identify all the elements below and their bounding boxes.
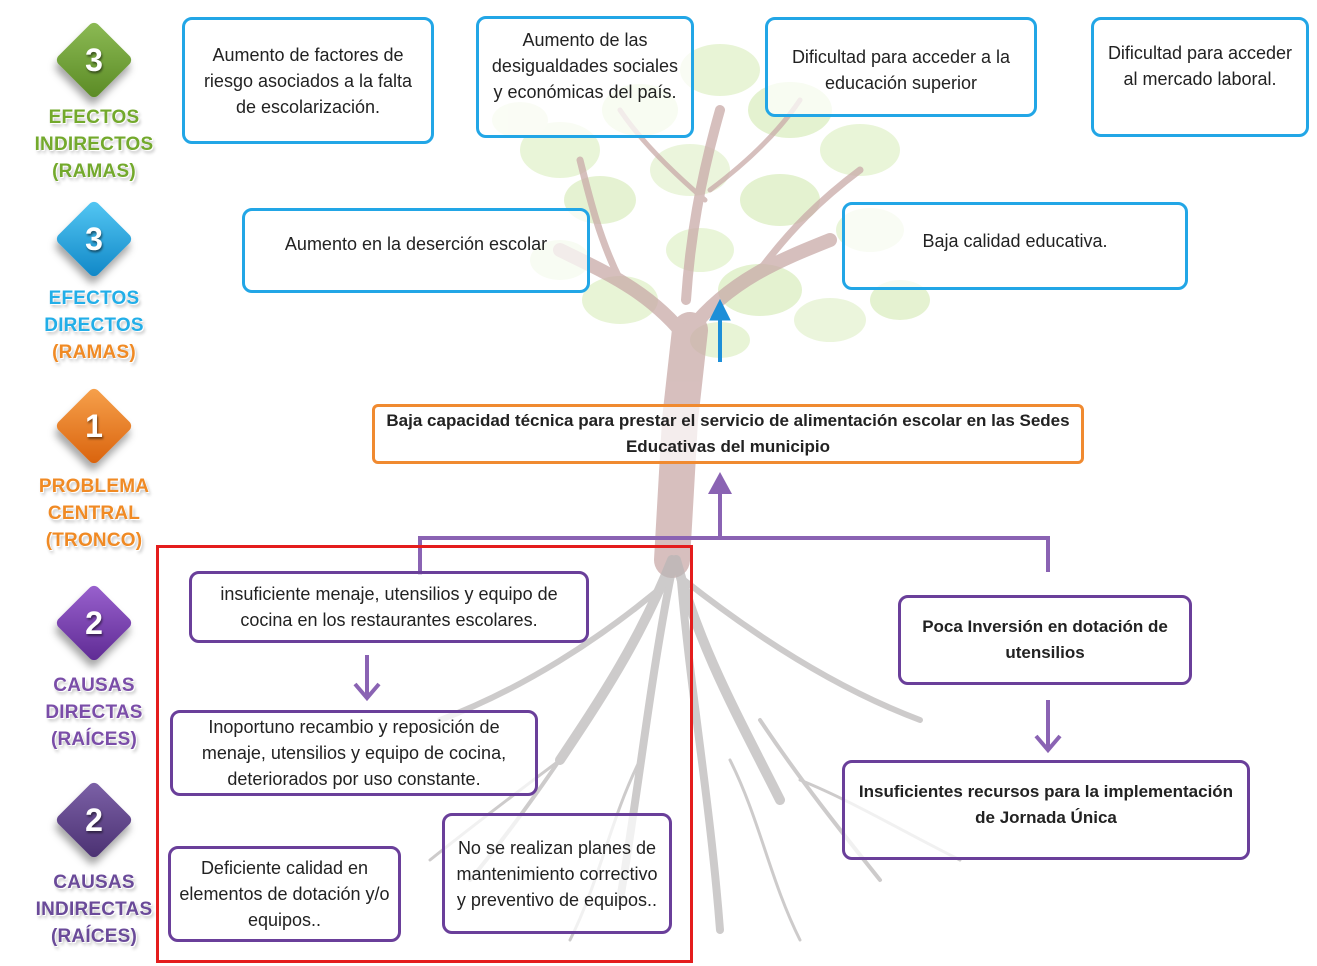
legend-label-line: EFECTOS [48, 107, 140, 128]
legend-label-line: (RAMAS) [52, 161, 136, 182]
legend-label-line: CAUSAS [53, 675, 135, 696]
indirect-effect-box: Dificultad para acceder a la educación s… [765, 17, 1037, 117]
legend-label-line: INDIRECTAS [35, 899, 153, 920]
legend-indirect-causes: 2 CAUSAS INDIRECTAS (RAÍCES) [28, 774, 160, 949]
indirect-cause-box: Deficiente calidad en elementos de dotac… [168, 846, 401, 942]
legend-label-line: DIRECTAS [45, 702, 143, 723]
legend-label-line: (TRONCO) [45, 530, 143, 551]
legend-label-line: CENTRAL [47, 503, 141, 524]
central-problem-box: Baja capacidad técnica para prestar el s… [372, 404, 1084, 464]
legend-number: 3 [85, 41, 103, 78]
legend-number: 2 [85, 604, 103, 641]
indirect-effect-box: Aumento de factores de riesgo asociados … [182, 17, 434, 144]
legend-label-line: INDIRECTOS [34, 134, 154, 155]
direct-effect-box: Aumento en la deserción escolar [242, 208, 590, 293]
legend-direct-causes: 2 CAUSAS DIRECTAS (RAÍCES) [28, 577, 160, 752]
legend-label-line: CAUSAS [53, 872, 135, 893]
indirect-cause-box: Insuficientes recursos para la implement… [842, 760, 1250, 860]
legend-number: 2 [85, 801, 103, 838]
legend-indirect-effects: 3 EFECTOS INDIRECTOS (RAMAS) [28, 14, 160, 184]
legend-label-line: (RAMAS) [52, 342, 136, 363]
legend-label-line: (RAÍCES) [50, 926, 138, 947]
direct-cause-box: Poca Inversión en dotación de utensilios [898, 595, 1192, 685]
legend-central-problem: 1 PROBLEMA CENTRAL (TRONCO) [28, 380, 160, 551]
direct-cause-box: insuficiente menaje, utensilios y equipo… [189, 571, 589, 643]
legend-label-line: DIRECTOS [44, 315, 144, 336]
legend-number: 3 [85, 220, 103, 257]
direct-effect-box: Baja calidad educativa. [842, 202, 1188, 290]
legend-label-line: EFECTOS [48, 288, 140, 309]
legend-number: 1 [85, 407, 103, 444]
indirect-effect-box: Aumento de las desigualdades sociales y … [476, 16, 694, 138]
legend-label-line: (RAÍCES) [50, 729, 138, 750]
legend-label-line: PROBLEMA [38, 476, 150, 497]
indirect-effect-box: Dificultad para acceder al mercado labor… [1091, 17, 1309, 137]
indirect-cause-box: No se realizan planes de mantenimiento c… [442, 813, 672, 934]
indirect-cause-box: Inoportuno recambio y reposición de mena… [170, 710, 538, 796]
legend-direct-effects: 3 EFECTOS DIRECTOS (RAMAS) [28, 193, 160, 363]
